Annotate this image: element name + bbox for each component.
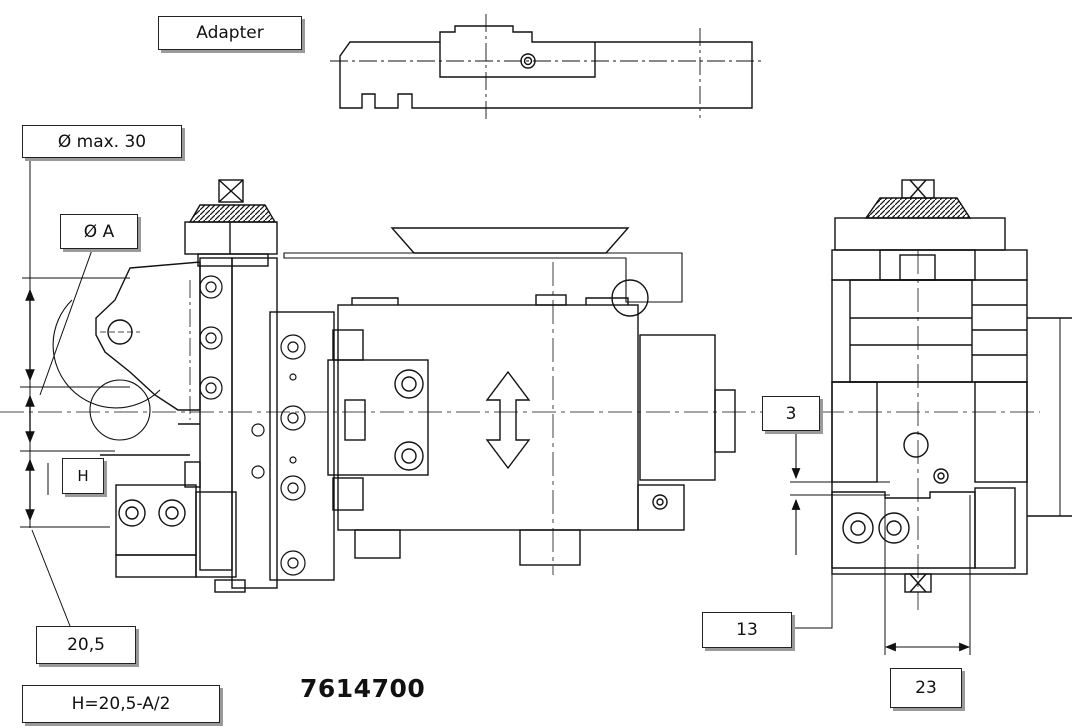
adapter-label: Adapter bbox=[158, 16, 302, 50]
adapter-part bbox=[330, 14, 765, 120]
h-label: H bbox=[62, 458, 104, 494]
dimension-13-label: 13 bbox=[702, 612, 792, 648]
part-number: 7614700 bbox=[300, 674, 426, 703]
dimension-20-5-label: 20,5 bbox=[36, 626, 136, 664]
diameter-max-label: Ø max. 30 bbox=[22, 125, 182, 158]
front-view bbox=[0, 160, 790, 627]
dimension-23-label: 23 bbox=[890, 668, 962, 708]
diameter-a-label: Ø A bbox=[60, 214, 138, 249]
formula-label: H=20,5-A/2 bbox=[22, 685, 220, 723]
dimension-3-label: 3 bbox=[762, 396, 820, 431]
side-view bbox=[790, 179, 1072, 655]
